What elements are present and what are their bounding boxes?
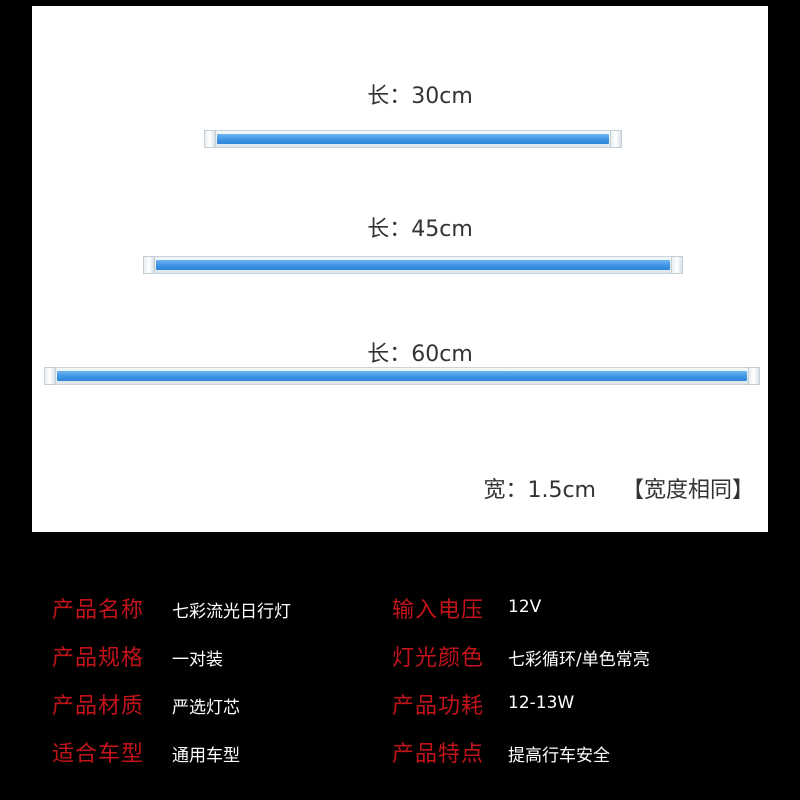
spec-value-vehicle: 通用车型 <box>172 746 240 766</box>
spec-key-power: 产品功耗 <box>392 694 485 719</box>
length-label-45cm: 长：45cm <box>367 217 473 242</box>
led-core <box>57 371 747 381</box>
led-core <box>156 260 670 270</box>
led-strip-60cm <box>44 367 760 385</box>
spec-value-name: 七彩流光日行灯 <box>172 602 291 622</box>
product-image-panel: 长：30cm 长：45cm 长：60cm 宽：1.5cm 【宽度相同】 <box>32 6 768 532</box>
spec-key-material: 产品材质 <box>52 694 145 719</box>
spec-key-name: 产品名称 <box>52 598 145 623</box>
spec-value-power: 12-13W <box>508 693 575 713</box>
spec-key-voltage: 输入电压 <box>392 598 485 623</box>
width-note: 宽：1.5cm 【宽度相同】 <box>483 472 754 504</box>
led-strip-30cm <box>204 130 622 148</box>
strip-end-cap <box>671 256 683 274</box>
led-strip-45cm <box>143 256 683 274</box>
spec-value-voltage: 12V <box>508 597 542 617</box>
strip-end-cap <box>44 367 56 385</box>
spec-key-vehicle: 适合车型 <box>52 742 145 767</box>
strip-end-cap <box>143 256 155 274</box>
strip-end-cap <box>610 130 622 148</box>
spec-key-feature: 产品特点 <box>392 742 485 767</box>
width-same-note: 【宽度相同】 <box>621 478 754 503</box>
width-value: 宽：1.5cm <box>483 478 596 503</box>
spec-key-spec: 产品规格 <box>52 646 145 671</box>
spec-value-light-color: 七彩循环/单色常亮 <box>508 650 650 670</box>
led-core <box>217 134 609 144</box>
strip-end-cap <box>748 367 760 385</box>
spec-value-material: 严选灯芯 <box>172 698 240 718</box>
length-label-60cm: 长：60cm <box>367 342 473 367</box>
spec-value-feature: 提高行车安全 <box>508 746 610 766</box>
strip-end-cap <box>204 130 216 148</box>
spec-key-light-color: 灯光颜色 <box>392 646 485 671</box>
length-label-30cm: 长：30cm <box>367 84 473 109</box>
spec-value-spec: 一对装 <box>172 650 223 670</box>
